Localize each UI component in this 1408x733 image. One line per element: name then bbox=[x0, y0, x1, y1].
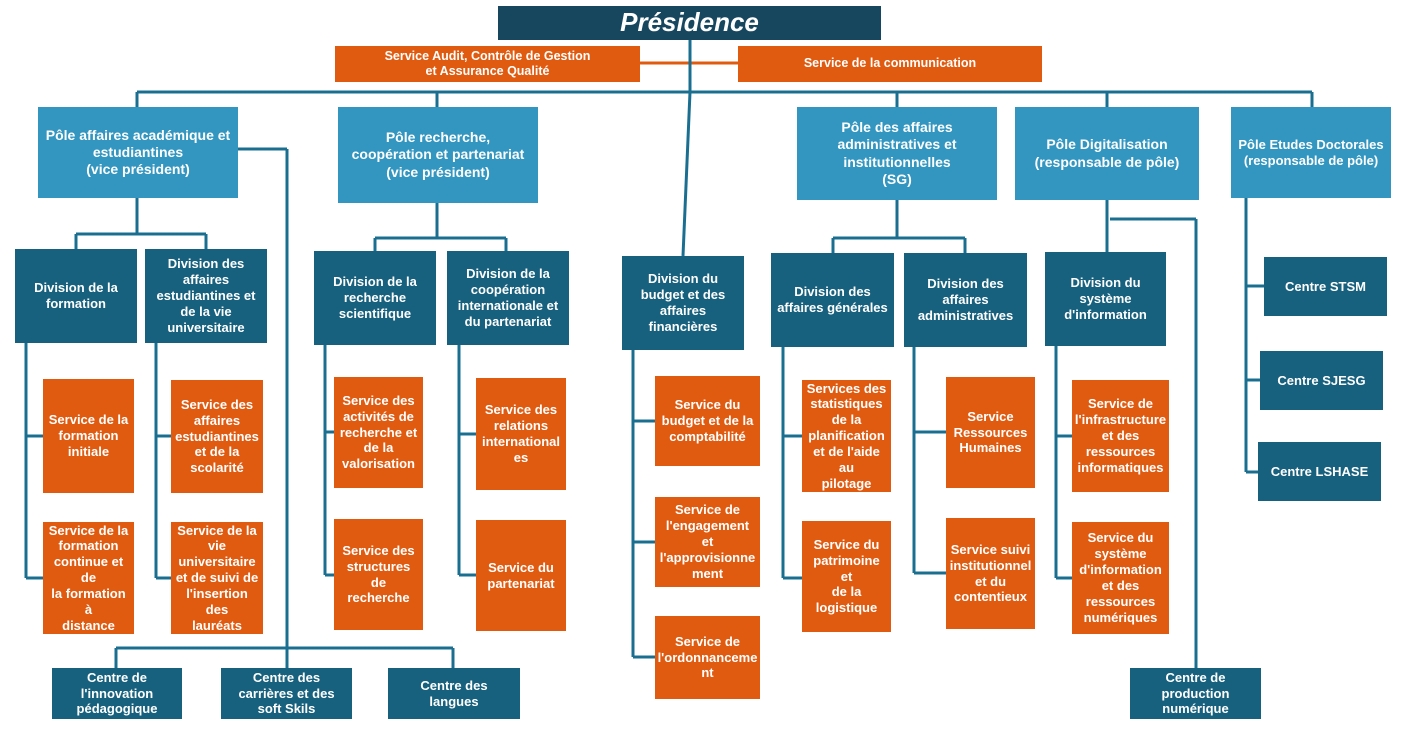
pole-academique-box: Pôle affaires académique et estudiantine… bbox=[38, 107, 238, 198]
service-engagement-box: Service de l'engagement et l'approvision… bbox=[655, 497, 760, 587]
pole-administratif-box: Pôle des affaires administratives et ins… bbox=[797, 107, 997, 200]
service-formation-continue-box: Service de la formation continue et de l… bbox=[43, 522, 134, 634]
service-audit-box: Service Audit, Contrôle de Gestion et As… bbox=[335, 46, 640, 82]
service-suivi-institutionnel-box: Service suivi institutionnel et du conte… bbox=[946, 518, 1035, 629]
pole-doctoral-box: Pôle Etudes Doctorales (responsable de p… bbox=[1231, 107, 1391, 198]
centre-stsm-box: Centre STSM bbox=[1264, 257, 1387, 316]
centre-innovation-box: Centre de l'innovation pédagogique bbox=[52, 668, 182, 719]
division-budget-box: Division du budget et des affaires finan… bbox=[622, 256, 744, 350]
centre-production-box: Centre de production numérique bbox=[1130, 668, 1261, 719]
service-partenariat-box: Service du partenariat bbox=[476, 520, 566, 631]
division-affaires-administratives-box: Division des affaires administratives bbox=[904, 253, 1027, 347]
division-cooperation-box: Division de la coopération international… bbox=[447, 251, 569, 345]
centre-lshase-box: Centre LSHASE bbox=[1258, 442, 1381, 501]
service-statistiques-box: Services des statistiques de la planific… bbox=[802, 380, 891, 492]
service-relations-internationales-box: Service des relations international es bbox=[476, 378, 566, 490]
division-affaires-estudiantines-box: Division des affaires estudiantines et d… bbox=[145, 249, 267, 343]
service-budget-comptabilite-box: Service du budget et de la comptabilité bbox=[655, 376, 760, 466]
service-structures-recherche-box: Service des structures de recherche bbox=[334, 519, 423, 630]
service-patrimoine-box: Service du patrimoine et de la logistiqu… bbox=[802, 521, 891, 632]
service-vie-universitaire-box: Service de la vie universitaire et de su… bbox=[171, 522, 263, 634]
division-systeme-information-box: Division du système d'information bbox=[1045, 252, 1166, 346]
service-scolarite-box: Service des affaires estudiantines et de… bbox=[171, 380, 263, 493]
division-formation-box: Division de la formation bbox=[15, 249, 137, 343]
centre-carrieres-box: Centre des carrières et des soft Skils bbox=[221, 668, 352, 719]
service-formation-initiale-box: Service de la formation initiale bbox=[43, 379, 134, 493]
division-affaires-generales-box: Division des affaires générales bbox=[771, 253, 894, 347]
division-recherche-scientifique-box: Division de la recherche scientifique bbox=[314, 251, 436, 345]
service-ordonnancement-box: Service de l'ordonnanceme nt bbox=[655, 616, 760, 699]
hierarchy-connectors bbox=[24, 40, 1314, 668]
service-communication-box: Service de la communication bbox=[738, 46, 1042, 82]
service-infrastructure-box: Service de l'infrastructure et des resso… bbox=[1072, 380, 1169, 492]
pole-digitalisation-box: Pôle Digitalisation (responsable de pôle… bbox=[1015, 107, 1199, 200]
pole-recherche-box: Pôle recherche, coopération et partenari… bbox=[338, 107, 538, 203]
presidence-title: Présidence bbox=[498, 6, 881, 40]
service-systeme-information-box: Service du système d'information et des … bbox=[1072, 522, 1169, 634]
centre-sjesg-box: Centre SJESG bbox=[1260, 351, 1383, 410]
service-ressources-humaines-box: Service Ressources Humaines bbox=[946, 377, 1035, 488]
centre-langues-box: Centre des langues bbox=[388, 668, 520, 719]
service-activites-recherche-box: Service des activités de recherche et de… bbox=[334, 377, 423, 488]
